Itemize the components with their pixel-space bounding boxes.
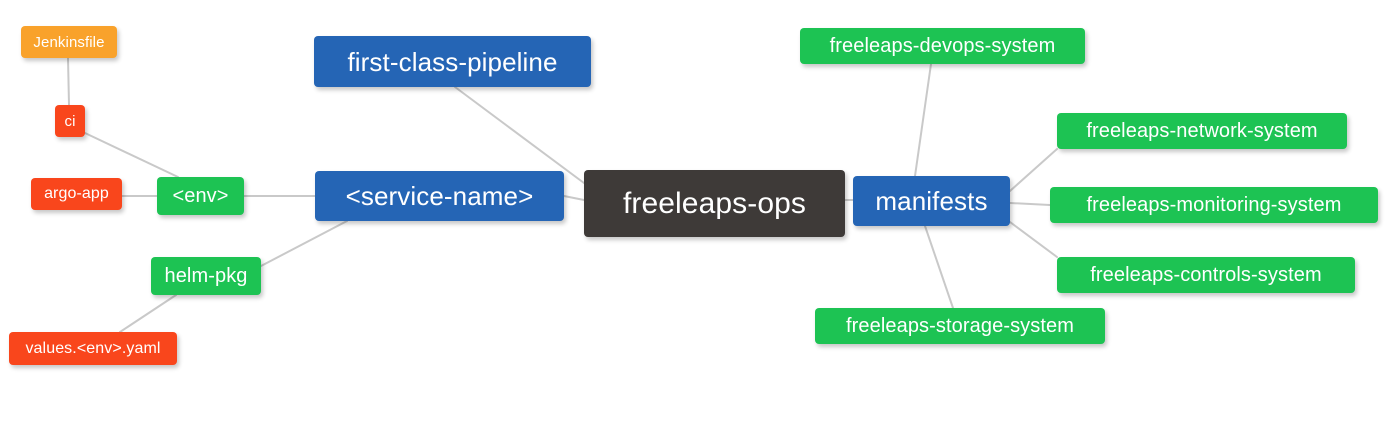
node-manifests[interactable]: manifests [853,176,1010,226]
node-helm-pkg[interactable]: helm-pkg [151,257,261,295]
edge-manifests-to-freeleaps-controls-system [1009,221,1058,258]
node-ci[interactable]: ci [55,105,85,137]
edge-manifests-to-freeleaps-storage-system [924,225,954,309]
edge-service-name-to-helm-pkg [260,220,348,267]
node-freeleaps-monitoring-system[interactable]: freeleaps-monitoring-system [1050,187,1378,223]
node-env[interactable]: <env> [157,177,244,215]
node-freeleaps-storage-system[interactable]: freeleaps-storage-system [815,308,1105,344]
edge-manifests-to-freeleaps-devops-system [914,63,932,177]
node-freeleaps-network-system[interactable]: freeleaps-network-system [1057,113,1347,149]
edge-manifests-to-freeleaps-network-system [1009,148,1058,192]
edge-env-to-ci [84,132,179,178]
node-jenkinsfile[interactable]: Jenkinsfile [21,26,117,58]
node-service-name[interactable]: <service-name> [315,171,564,221]
node-values-env-yaml[interactable]: values.<env>.yaml [9,332,177,365]
node-first-class-pipeline[interactable]: first-class-pipeline [314,36,591,87]
edge-freeleaps-ops-to-service-name [563,195,585,201]
node-freeleaps-devops-system[interactable]: freeleaps-devops-system [800,28,1085,64]
edge-ci-to-jenkinsfile [67,57,70,106]
edge-manifests-to-freeleaps-monitoring-system [1009,202,1051,206]
node-freeleaps-ops[interactable]: freeleaps-ops [584,170,845,237]
edge-helm-pkg-to-values-env-yaml [119,294,177,333]
node-argo-app[interactable]: argo-app [31,178,122,210]
node-freeleaps-controls-system[interactable]: freeleaps-controls-system [1057,257,1355,293]
